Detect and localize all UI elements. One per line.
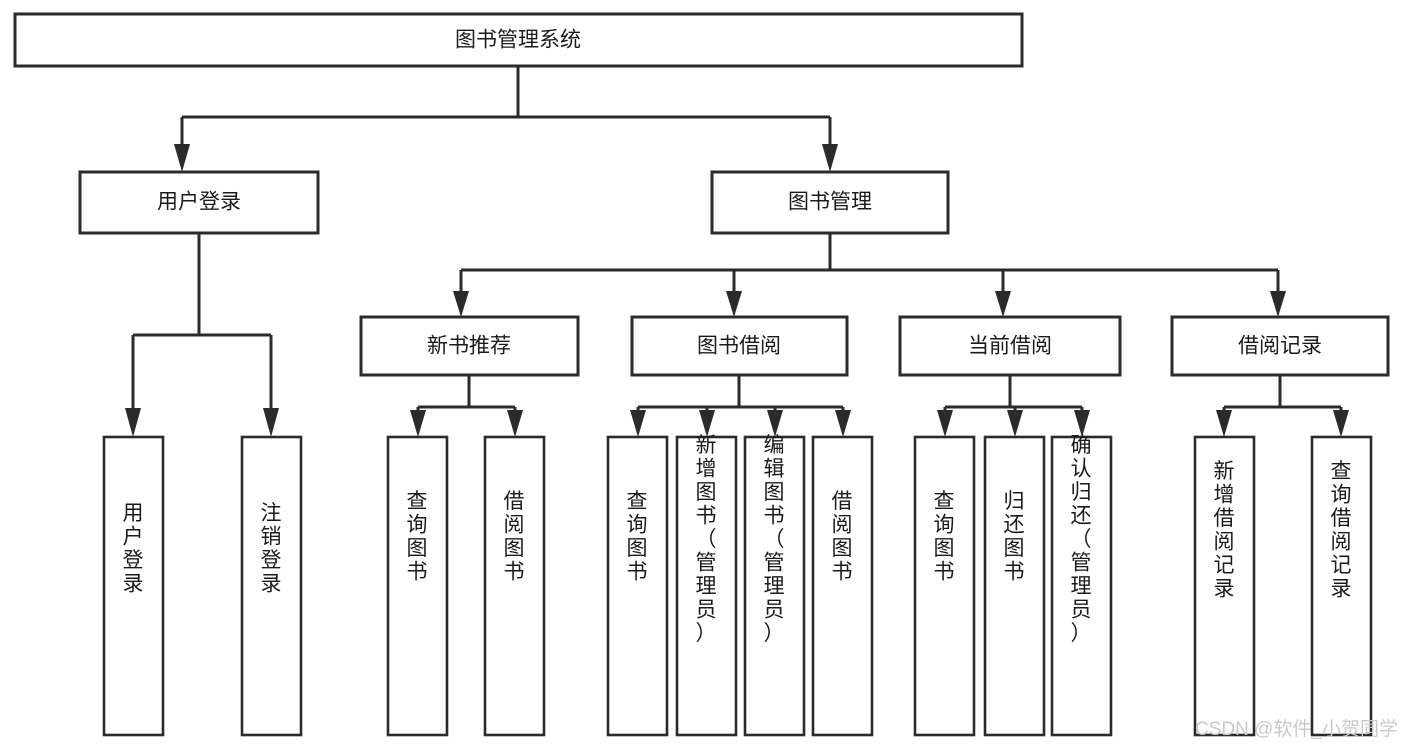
node-new-book-rec[interactable]: 新书推荐 [359, 315, 580, 377]
arrow-to-leaf-query-book-current [937, 410, 953, 437]
leaf-query-book-current-label: 查询图书 [934, 490, 955, 584]
arrow-to-leaf-user-login [125, 408, 141, 437]
leaf-query-book-borrow-box[interactable] [606, 435, 669, 737]
leaf-add-book-label: 新增图书（管理员） [696, 434, 717, 645]
leaf-return-book-label: 归还图书 [1004, 490, 1025, 584]
leaf-node-query-record[interactable]: 查询借阅记录 [1310, 435, 1373, 737]
node-new-book-rec-box[interactable] [359, 315, 580, 377]
leaf-node-borrow-book-rec[interactable]: 借阅图书 [483, 435, 546, 737]
leaf-confirm-return-label: 确认归还（管理员） [1071, 434, 1092, 645]
node-current-borrow-label: 当前借阅 [968, 335, 1052, 358]
leaf-node-borrow-book[interactable]: 借阅图书 [811, 435, 874, 737]
node-book-borrow-label: 图书借阅 [697, 335, 781, 358]
node-user-login[interactable]: 用户登录 [78, 170, 320, 235]
leaf-add-record-box[interactable] [1193, 435, 1256, 737]
csdn-watermark: CSDN @软件_小贺同学 [1195, 718, 1398, 740]
arrow-to-book-borrow [726, 291, 742, 317]
leaf-query-book-borrow-label: 查询图书 [627, 490, 648, 584]
node-book-manage-box[interactable] [710, 170, 950, 235]
leaf-borrow-book-rec-label: 借阅图书 [504, 490, 525, 584]
leaf-node-query-book-borrow[interactable]: 查询图书 [606, 435, 669, 737]
leaf-node-query-book-current[interactable]: 查询图书 [913, 435, 976, 737]
node-book-manage-label: 图书管理 [788, 191, 872, 214]
leaf-add-record-label: 新增借阅记录 [1214, 460, 1235, 601]
leaf-query-record-box[interactable] [1310, 435, 1373, 737]
leaf-node-logout[interactable]: 注销登录 [240, 435, 303, 737]
arrow-to-leaf-borrow-book-rec [507, 410, 523, 437]
node-new-book-rec-label: 新书推荐 [427, 335, 511, 358]
node-book-borrow-box[interactable] [630, 315, 849, 377]
leaf-edit-book-label: 编辑图书（管理员） [764, 434, 785, 645]
leaf-user-login-box[interactable] [102, 435, 165, 737]
node-user-login-box[interactable] [78, 170, 320, 235]
leaf-edit-book-box[interactable] [743, 435, 806, 737]
node-borrow-record-box[interactable] [1170, 315, 1390, 377]
leaf-node-user-login[interactable]: 用户登录 [102, 435, 165, 737]
node-borrow-record[interactable]: 借阅记录 [1170, 315, 1390, 377]
connector-layer [125, 66, 1349, 437]
node-root-label: 图书管理系统 [455, 29, 581, 52]
leaf-confirm-return-box[interactable] [1050, 435, 1113, 737]
leaf-query-record-label: 查询借阅记录 [1331, 460, 1352, 601]
arrow-to-leaf-return-book [1007, 410, 1023, 437]
node-root-box[interactable] [13, 12, 1024, 68]
arrow-to-leaf-query-book-rec [410, 410, 426, 437]
leaf-node-query-book-rec[interactable]: 查询图书 [386, 435, 449, 737]
arrow-to-book-manage [822, 144, 838, 172]
arrow-to-leaf-add-record [1216, 410, 1232, 437]
leaf-query-book-rec-box[interactable] [386, 435, 449, 737]
node-borrow-record-label: 借阅记录 [1238, 335, 1322, 358]
leaf-node-edit-book[interactable]: 编辑图书（管理员） [743, 434, 806, 737]
leaf-layer: 用户登录 注销登录 查询图书 借阅图书 查询图书 新增图书（管理员） [102, 434, 1373, 737]
arrow-to-leaf-add-book [699, 410, 715, 437]
leaf-node-add-record[interactable]: 新增借阅记录 [1193, 435, 1256, 737]
leaf-borrow-book-box[interactable] [811, 435, 874, 737]
arrow-to-leaf-logout [263, 408, 279, 437]
node-current-borrow[interactable]: 当前借阅 [898, 315, 1122, 377]
arrow-to-user-login [174, 144, 190, 172]
arrow-to-leaf-confirm-return [1074, 410, 1090, 437]
leaf-return-book-box[interactable] [983, 435, 1046, 737]
node-current-borrow-box[interactable] [898, 315, 1122, 377]
leaf-query-book-rec-label: 查询图书 [407, 490, 428, 584]
leaf-node-return-book[interactable]: 归还图书 [983, 435, 1046, 737]
arrow-to-current-borrow [995, 291, 1011, 317]
leaf-add-book-box[interactable] [675, 435, 738, 737]
node-user-login-label: 用户登录 [157, 191, 241, 214]
arrow-to-leaf-query-book-borrow [630, 410, 646, 437]
node-root[interactable]: 图书管理系统 [13, 12, 1024, 68]
arrow-to-leaf-query-record [1333, 410, 1349, 437]
leaf-user-login-label: 用户登录 [123, 502, 144, 596]
leaf-borrow-book-rec-box[interactable] [483, 435, 546, 737]
arrow-to-new-book-rec [453, 291, 469, 317]
leaf-logout-box[interactable] [240, 435, 303, 737]
leaf-node-confirm-return[interactable]: 确认归还（管理员） [1050, 434, 1113, 737]
node-book-borrow[interactable]: 图书借阅 [630, 315, 849, 377]
arrow-to-leaf-edit-book [767, 410, 783, 437]
node-book-manage[interactable]: 图书管理 [710, 170, 950, 235]
arrow-to-borrow-record [1270, 291, 1286, 317]
leaf-query-book-current-box[interactable] [913, 435, 976, 737]
leaf-borrow-book-label: 借阅图书 [832, 490, 853, 584]
leaf-logout-label: 注销登录 [261, 502, 282, 596]
leaf-node-add-book[interactable]: 新增图书（管理员） [675, 434, 738, 737]
arrow-to-leaf-borrow-book [835, 410, 851, 437]
